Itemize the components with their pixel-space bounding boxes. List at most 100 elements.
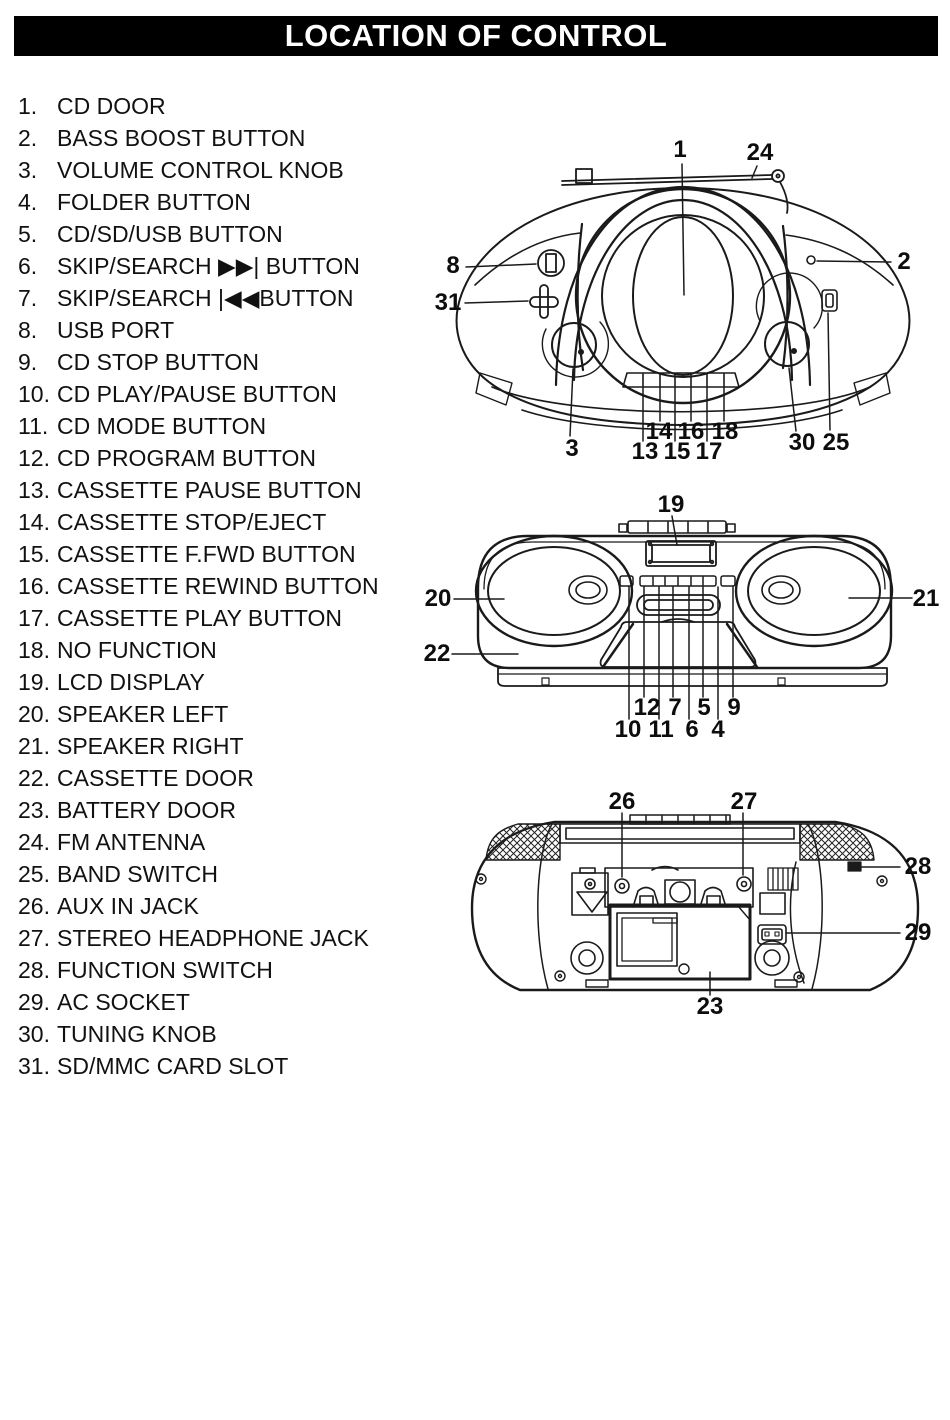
list-item-label: NO FUNCTION — [57, 637, 217, 663]
list-item-number: 19. — [18, 669, 50, 695]
list-item: 23. BATTERY DOOR — [18, 794, 379, 826]
list-item-number: 16. — [18, 573, 50, 599]
cassette-slot — [636, 594, 721, 616]
list-item: 6. SKIP/SEARCH ▶▶| BUTTON — [18, 250, 379, 282]
list-item-label: BASS BOOST BUTTON — [57, 125, 306, 151]
brace-right — [725, 622, 759, 669]
list-item-label: SPEAKER LEFT — [57, 701, 229, 727]
callout-3-volume-knob: 3 — [565, 435, 579, 462]
list-item-number: 30. — [18, 1021, 50, 1047]
list-item-number: 2. — [18, 125, 38, 151]
jack-panel — [604, 867, 754, 908]
bass-boost-shape — [806, 255, 816, 265]
list-item: 21. SPEAKER RIGHT — [18, 730, 379, 762]
list-item: 8. USB PORT — [18, 314, 379, 346]
speaker-left-shape — [474, 534, 634, 648]
rear-view-drawing — [470, 812, 920, 996]
list-item-number: 22. — [18, 765, 50, 791]
callout-31-sd-mmc-card-slot: 31 — [434, 289, 462, 316]
callout-1-cd-door: 1 — [673, 136, 687, 163]
list-item-number: 18. — [18, 637, 50, 663]
list-item-number: 5. — [18, 221, 38, 247]
list-item-label: CD/SD/USB BUTTON — [57, 221, 283, 247]
callout-15-cassette-ffwd: 15 — [663, 438, 691, 465]
list-item-number: 31. — [18, 1053, 50, 1079]
callout-17-cassette-play: 17 — [695, 438, 723, 465]
list-item-label: FM ANTENNA — [57, 829, 206, 855]
callout-24-fm-antenna: 24 — [746, 139, 774, 166]
list-item-label: CD DOOR — [57, 93, 166, 119]
leader-lines — [621, 812, 901, 996]
list-item-label: SKIP/SEARCH |◀◀BUTTON — [57, 285, 354, 311]
list-item: 9. CD STOP BUTTON — [18, 346, 379, 378]
list-item-label: CD STOP BUTTON — [57, 349, 259, 375]
list-item-number: 6. — [18, 253, 38, 279]
list-item-number: 10. — [18, 381, 50, 407]
list-item: 5. CD/SD/USB BUTTON — [18, 218, 379, 250]
callout-27-headphone-jack: 27 — [730, 788, 758, 815]
callout-13-cassette-pause: 13 — [631, 438, 659, 465]
list-item: 27. STEREO HEADPHONE JACK — [18, 922, 379, 954]
function-switch-shape — [847, 861, 862, 872]
tuning-knob-shape — [755, 272, 824, 367]
list-item-number: 26. — [18, 893, 50, 919]
list-item-label: FOLDER BUTTON — [57, 189, 251, 215]
mesh-right — [799, 823, 875, 861]
list-item-number: 29. — [18, 989, 50, 1015]
list-item-label: CD PLAY/PAUSE BUTTON — [57, 381, 337, 407]
band-switch-shape — [821, 289, 838, 312]
callout-7-skip-search-back: 7 — [668, 694, 682, 721]
top-bar — [559, 823, 801, 871]
tweeter-left — [568, 575, 608, 605]
list-item: 22. CASSETTE DOOR — [18, 762, 379, 794]
diagram-top-view: 1 24 8 31 2 3 13 14 15 16 17 18 30 25 — [430, 133, 945, 470]
list-item-number: 21. — [18, 733, 50, 759]
list-item-number: 24. — [18, 829, 50, 855]
list-item: 2. BASS BOOST BUTTON — [18, 122, 379, 154]
page-title: LOCATION OF CONTROL — [284, 18, 668, 53]
callout-4-folder: 4 — [711, 716, 725, 743]
callout-16-cassette-rewind: 16 — [677, 418, 705, 445]
list-item-number: 13. — [18, 477, 50, 503]
callout-22-cassette-door: 22 — [423, 640, 451, 667]
cassette-door-shape — [599, 618, 757, 668]
diagram-rear-view: 26 27 28 29 23 — [440, 780, 950, 1035]
fm-antenna-shape — [561, 168, 789, 214]
list-item-label: CD PROGRAM BUTTON — [57, 445, 316, 471]
list-item-number: 11. — [18, 413, 49, 439]
list-item: 26. AUX IN JACK — [18, 890, 379, 922]
list-item-label: TUNING KNOB — [57, 1021, 217, 1047]
list-item-label: VOLUME CONTROL KNOB — [57, 157, 344, 183]
list-item: 30. TUNING KNOB — [18, 1018, 379, 1050]
vent-ribs — [767, 867, 799, 891]
list-item-number: 8. — [18, 317, 38, 343]
list-item-number: 3. — [18, 157, 38, 183]
volume-knob-shape — [541, 321, 610, 378]
list-item-label: CASSETTE PLAY BUTTON — [57, 605, 343, 631]
callout-9-cd-stop: 9 — [727, 694, 741, 721]
list-item-label: LCD DISPLAY — [57, 669, 205, 695]
list-item-label: CASSETTE PAUSE BUTTON — [57, 477, 362, 503]
list-item: 19. LCD DISPLAY — [18, 666, 379, 698]
top-view-drawing — [455, 163, 911, 442]
list-item-number: 15. — [18, 541, 50, 567]
list-item-label: SD/MMC CARD SLOT — [57, 1053, 289, 1079]
list-item: 15. CASSETTE F.FWD BUTTON — [18, 538, 379, 570]
list-item: 11. CD MODE BUTTON — [18, 410, 379, 442]
boombox-body — [455, 187, 911, 431]
callout-10-cd-play-pause: 10 — [614, 716, 642, 743]
battery-door-shape — [608, 903, 752, 981]
callout-26-aux-in-jack: 26 — [608, 788, 636, 815]
list-item-label: CASSETTE STOP/EJECT — [57, 509, 327, 535]
list-item-label: SKIP/SEARCH ▶▶| BUTTON — [57, 253, 360, 279]
list-item-label: CASSETTE DOOR — [57, 765, 254, 791]
list-item: 17. CASSETTE PLAY BUTTON — [18, 602, 379, 634]
leader-lines — [464, 163, 892, 442]
compartment-box — [759, 892, 786, 915]
mesh-left — [485, 823, 561, 861]
callout-2-bass-boost-button: 2 — [897, 248, 911, 275]
callout-8-usb-port: 8 — [446, 252, 460, 279]
list-item: 7. SKIP/SEARCH |◀◀BUTTON — [18, 282, 379, 314]
section-header-bar: LOCATION OF CONTROL — [14, 16, 938, 56]
callout-6-skip-search-fwd: 6 — [685, 716, 699, 743]
